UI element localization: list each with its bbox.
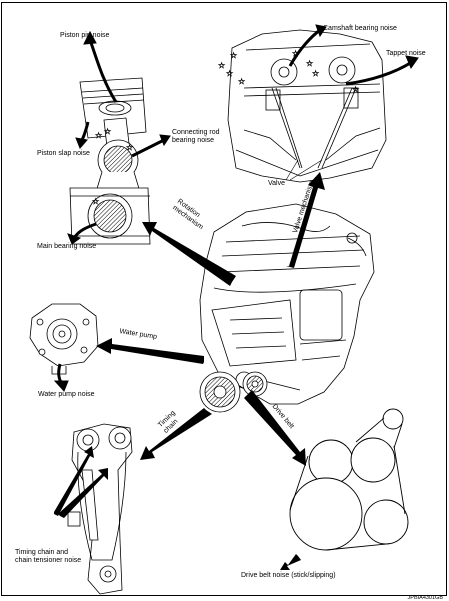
leader-arrows (53, 24, 419, 392)
noise-stars-head: ☆ ☆ ☆ ☆ ☆ ☆ ☆ ☆ (218, 49, 360, 95)
piston-assembly (69, 77, 151, 245)
figure-code: JPBIA4301GB (407, 595, 443, 601)
svg-text:☆: ☆ (95, 131, 102, 140)
timing-chain-tensioner-noise-label: Timing chain and chain tensioner noise (15, 549, 81, 565)
timing-chain-assembly (67, 423, 133, 595)
water-pump (29, 303, 99, 375)
valve-label: Valve (268, 180, 285, 187)
timing-tensioner-line2: chain tensioner noise (15, 557, 82, 565)
svg-text:☆: ☆ (306, 59, 313, 68)
svg-text:☆: ☆ (238, 77, 245, 86)
water-pump-noise-label: Water pump noise (38, 391, 95, 398)
valve-leader-lines (285, 159, 323, 181)
connecting-rod-line1: Connecting rod (172, 129, 220, 136)
piston-slap-noise-label: Piston slap noise (37, 150, 90, 157)
svg-text:☆: ☆ (104, 127, 111, 136)
connecting-rod-line2: bearing noise (172, 137, 215, 145)
svg-text:☆: ☆ (352, 85, 359, 94)
svg-text:☆: ☆ (218, 61, 225, 70)
connecting-rod-bearing-noise-label: Connecting rod bearing noise (172, 129, 219, 145)
system-arrows (54, 172, 325, 570)
svg-text:☆: ☆ (230, 51, 237, 60)
svg-text:☆: ☆ (92, 197, 99, 206)
svg-text:☆: ☆ (292, 49, 299, 58)
svg-text:☆: ☆ (312, 69, 319, 78)
crank-pulley (199, 371, 268, 413)
cylinder-head (227, 29, 387, 183)
tappet-noise-label: Tappet noise (386, 50, 426, 57)
main-bearing-noise-label: Main bearing noise (37, 243, 97, 250)
timing-tensioner-line1: Timing chain and (15, 549, 69, 556)
drive-belt-assembly (289, 408, 409, 551)
noise-stars-piston: ☆ ☆ ☆ ☆ (92, 127, 134, 207)
piston-pin-noise-label: Piston pin noise (60, 32, 110, 39)
svg-text:☆: ☆ (126, 143, 133, 152)
svg-text:☆: ☆ (226, 69, 233, 78)
drive-belt-noise-label: Drive belt noise (stick/slipping) (241, 572, 336, 579)
camshaft-bearing-noise-label: Camshaft bearing noise (323, 25, 397, 32)
